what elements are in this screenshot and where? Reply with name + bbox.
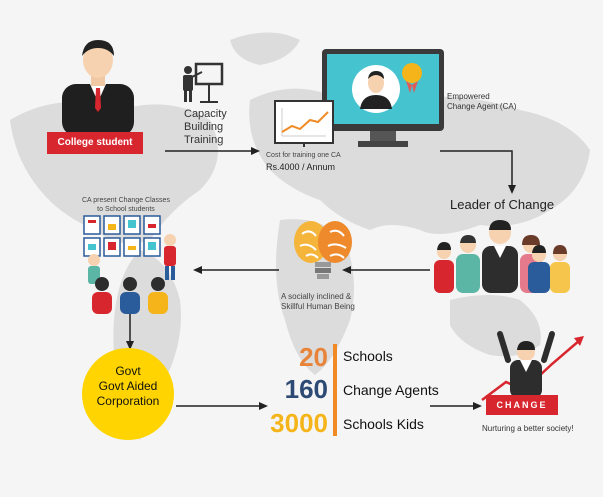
capacity-line-2: Building [184, 121, 224, 133]
group-of-people-icon [434, 220, 570, 293]
empowered-ca-text: Empowered Change Agent (CA) [447, 92, 516, 112]
capacity-line-3: Training [184, 134, 224, 146]
arrow-to-change [430, 402, 482, 410]
ca-present-line-2: to School students [97, 206, 155, 213]
leader-of-change-title: Leader of Change [450, 197, 555, 212]
empowered-line-1: Empowered [447, 92, 490, 101]
classroom-icon [83, 215, 176, 314]
arrow-to-classroom [193, 266, 279, 274]
ca-present-text: CA present Change Classes to School stud… [82, 196, 170, 214]
arrow-to-govt [126, 314, 134, 350]
arrow-to-leader [440, 150, 516, 194]
capacity-building-training-text: Capacity Building Training [184, 108, 227, 147]
change-banner-icon [481, 331, 584, 401]
change-ribbon: CHANGE [486, 395, 558, 415]
human-being-text: A socially inclined & Skillful Human Bei… [281, 292, 355, 312]
govt-line-1: Govt [115, 364, 141, 378]
arrow-to-stats [176, 402, 268, 410]
govt-line-2: Govt Aided [98, 379, 158, 393]
arrow-to-human [342, 266, 430, 274]
stat-number-schools: 20 [299, 342, 328, 372]
stat-number-change-agents: 160 [284, 374, 328, 404]
capacity-line-1: Capacity [184, 108, 227, 120]
graduate-student-icon [62, 40, 134, 136]
arrow-to-cost [165, 147, 260, 155]
nurturing-text: Nurturing a better society! [482, 424, 574, 433]
govt-line-3: Corporation [96, 394, 160, 408]
change-ribbon-label: CHANGE [496, 400, 548, 410]
human-line-1: A socially inclined & [281, 292, 352, 301]
stat-label-schools: Schools [343, 348, 393, 364]
stat-label-change-agents: Change Agents [343, 382, 439, 398]
human-line-2: Skillful Human Being [281, 302, 355, 311]
cost-value: Rs.4000 / Annum [266, 162, 336, 172]
college-student-label: College student [57, 137, 133, 148]
growth-chart-icon [274, 100, 334, 147]
monitor-ca-icon [322, 49, 444, 147]
empowered-line-2: Change Agent (CA) [447, 102, 517, 111]
trainer-at-board-icon [183, 62, 224, 103]
lightbulb-brain-icon [294, 221, 352, 279]
stats-divider-bar [333, 344, 337, 436]
stat-label-school-kids: Schools Kids [343, 416, 424, 432]
college-student-ribbon: College student [47, 132, 143, 154]
cost-training-label: Cost for training one CA [266, 152, 341, 159]
ca-present-line-1: CA present Change Classes [82, 197, 170, 204]
govt-circle: Govt Govt Aided Corporation [82, 348, 174, 440]
stat-number-school-kids: 3000 [270, 408, 328, 438]
